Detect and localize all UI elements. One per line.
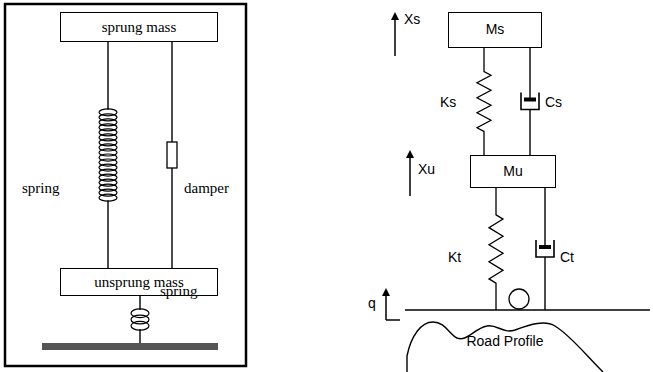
connector	[99, 42, 117, 268]
connector	[167, 142, 177, 168]
tyre-damper	[539, 245, 551, 249]
connector	[524, 98, 536, 102]
edge-label: spring	[22, 180, 60, 197]
edge-label: Ks	[440, 95, 456, 110]
part-label: Ct	[560, 250, 574, 265]
tyre-damper	[544, 188, 545, 247]
displacement-arrow	[409, 154, 411, 196]
displacement-label: q	[368, 296, 376, 311]
node-text: Ms	[486, 22, 505, 37]
displacement-arrow	[394, 16, 396, 56]
tyre-spring	[131, 321, 149, 330]
mass-box: Mu	[470, 155, 556, 188]
road-line	[405, 309, 650, 311]
mass-box: sprung mass	[60, 12, 218, 42]
connector	[521, 93, 539, 110]
mass-box: Ms	[448, 12, 542, 48]
edge-label: Cs	[545, 95, 562, 110]
displacement-label: Xs	[404, 12, 420, 27]
road-profile: Road Profile	[405, 316, 605, 372]
displacement-arrow	[386, 319, 400, 321]
connector	[529, 48, 530, 100]
tyre-damper	[544, 257, 545, 310]
connector	[477, 48, 491, 155]
connector	[521, 48, 539, 155]
connector	[171, 168, 172, 268]
connector	[167, 42, 177, 268]
edge-label: damper	[184, 180, 229, 197]
displacement-arrow	[385, 292, 387, 320]
road-profile-outline	[407, 322, 603, 372]
connector	[529, 110, 530, 156]
tyre-spring	[139, 296, 140, 310]
tyre-spring	[489, 188, 503, 310]
connector	[107, 200, 108, 268]
tyre-damper	[536, 240, 554, 257]
connector	[99, 194, 117, 201]
suspension-parts	[131, 188, 554, 343]
ground-bar	[42, 343, 218, 350]
node-text: Road Profile	[466, 334, 543, 349]
connector	[477, 48, 491, 155]
connector	[171, 42, 172, 142]
panel-frame	[5, 4, 246, 366]
connector	[107, 42, 108, 110]
node-text: Mu	[503, 164, 522, 179]
part-label: Kt	[448, 250, 461, 265]
tyre-spring	[139, 329, 140, 343]
part-label: spring	[160, 283, 198, 300]
displacement-label: Xu	[418, 162, 435, 177]
node-text: sprung mass	[102, 19, 177, 36]
wheel	[509, 289, 529, 309]
